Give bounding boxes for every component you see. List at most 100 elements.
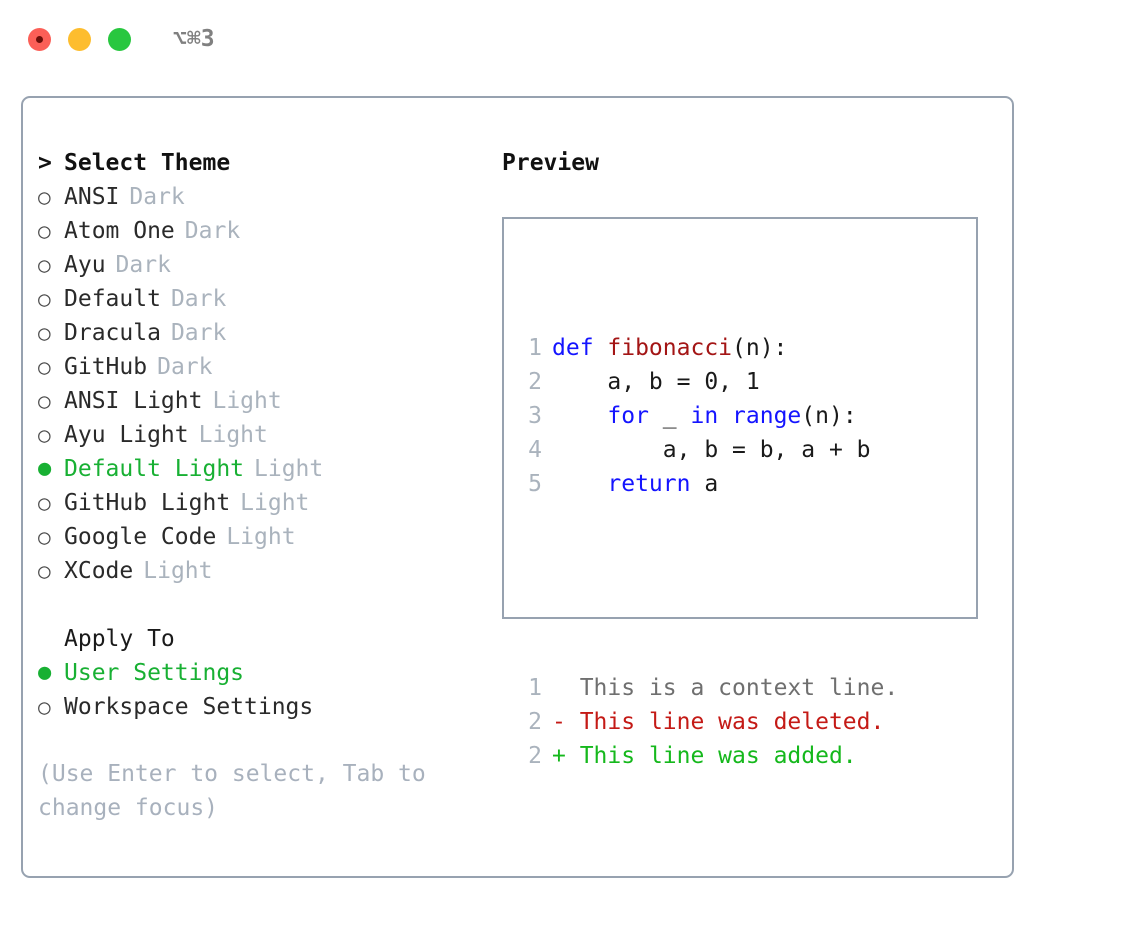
preview-title: Preview bbox=[502, 150, 599, 176]
apply-to-label: Apply To bbox=[64, 626, 175, 652]
radio-unselected-icon: ○ bbox=[38, 423, 51, 447]
line-number: 1 bbox=[528, 675, 542, 701]
theme-option-label: ANSI bbox=[64, 184, 120, 210]
diff-line-add: 2 + This line was added. bbox=[516, 739, 898, 773]
theme-option-github[interactable]: ○ GitHub Dark bbox=[38, 350, 478, 384]
theme-variant-tag: Dark bbox=[157, 354, 213, 380]
title-bar: ⌥⌘3 bbox=[0, 0, 1140, 78]
diff-line-del: 2- This line was deleted. bbox=[516, 705, 898, 739]
radio-unselected-icon: ○ bbox=[38, 491, 51, 515]
code-line: 2 a, b = 0, 1 bbox=[516, 365, 898, 399]
code-token-kw: def bbox=[552, 335, 608, 361]
radio-unselected-icon: ○ bbox=[38, 355, 51, 379]
radio-unselected-icon: ○ bbox=[38, 525, 51, 549]
code-token-fn: fibonacci bbox=[607, 335, 733, 361]
apply-to-options-list: ● User Settings ○Workspace Settings bbox=[38, 656, 478, 724]
theme-option-label: XCode bbox=[64, 558, 134, 584]
code-token-plain bbox=[552, 403, 607, 429]
radio-unselected-icon: ○ bbox=[38, 695, 51, 719]
line-number: 2 bbox=[528, 743, 542, 769]
code-line: 4 a, b = b, a + b bbox=[516, 433, 898, 467]
theme-option-label: GitHub bbox=[64, 354, 148, 380]
theme-option-label: ANSI Light bbox=[64, 388, 203, 414]
radio-selected-icon: ● bbox=[38, 456, 52, 481]
code-token-kw: in bbox=[690, 403, 719, 429]
theme-variant-tag: Light bbox=[198, 422, 268, 448]
theme-variant-tag: Light bbox=[212, 388, 282, 414]
theme-option-xcode[interactable]: ○ XCode Light bbox=[38, 554, 478, 588]
theme-option-default-light[interactable]: ● Default Light Light bbox=[38, 452, 478, 486]
theme-option-label: Dracula bbox=[64, 320, 161, 346]
diff-lines: 1 This is a context line.2- This line wa… bbox=[516, 671, 898, 773]
code-token-plain: (n): bbox=[801, 403, 857, 429]
theme-option-label: Default bbox=[64, 286, 161, 312]
line-number: 4 bbox=[528, 437, 542, 463]
theme-variant-tag: Light bbox=[143, 558, 213, 584]
code-token-plain bbox=[718, 403, 732, 429]
radio-unselected-icon: ○ bbox=[38, 185, 51, 209]
theme-variant-tag: Dark bbox=[170, 320, 227, 346]
theme-option-atom-one[interactable]: ○ Atom One Dark bbox=[38, 214, 478, 248]
theme-option-ansi[interactable]: ○ ANSI Dark bbox=[38, 180, 478, 214]
code-token-plain: _ bbox=[648, 403, 691, 429]
apply-to-option-user-settings[interactable]: ● User Settings bbox=[38, 656, 478, 690]
radio-unselected-icon: ○ bbox=[38, 389, 51, 413]
radio-unselected-icon: ○ bbox=[38, 219, 51, 243]
diff-text: This is a context line. bbox=[565, 675, 899, 701]
code-diff-separator bbox=[516, 569, 898, 603]
diff-line-ctx: 1 This is a context line. bbox=[516, 671, 898, 705]
code-token-kw: for bbox=[607, 403, 649, 429]
code-token-plain bbox=[552, 471, 607, 497]
window-controls bbox=[28, 27, 131, 51]
diff-text: This line was added. bbox=[565, 743, 857, 769]
theme-variant-tag: Light bbox=[240, 490, 310, 516]
code-token-kw: range bbox=[732, 403, 802, 429]
minimize-window-icon[interactable] bbox=[68, 27, 91, 51]
theme-list-heading: > Select Theme bbox=[38, 146, 478, 180]
diff-marker: + bbox=[552, 743, 566, 769]
code-token-plain: a bbox=[690, 471, 719, 497]
theme-option-label: Atom One bbox=[64, 218, 175, 244]
theme-variant-tag: Light bbox=[226, 524, 296, 550]
maximize-window-icon[interactable] bbox=[108, 27, 131, 51]
radio-selected-icon: ● bbox=[38, 660, 52, 685]
code-token-kw: return bbox=[607, 471, 691, 497]
theme-variant-tag: Dark bbox=[115, 252, 171, 278]
line-number: 3 bbox=[528, 403, 542, 429]
code-token-plain: a, b = 0, 1 bbox=[552, 369, 760, 395]
code-line: 3 for _ in range(n): bbox=[516, 399, 898, 433]
radio-unselected-icon: ○ bbox=[38, 559, 51, 583]
page-title: Select Theme bbox=[64, 150, 231, 176]
keyboard-hint: (Use Enter to select, Tab to change focu… bbox=[38, 761, 426, 821]
diff-text: This line was deleted. bbox=[565, 709, 885, 735]
theme-variant-tag: Dark bbox=[129, 184, 185, 210]
keyboard-shortcut-label: ⌥⌘3 bbox=[173, 25, 215, 52]
line-number: 2 bbox=[528, 709, 542, 735]
section-spacer bbox=[38, 588, 478, 622]
apply-to-option-workspace-settings[interactable]: ○Workspace Settings bbox=[38, 690, 478, 724]
close-window-icon[interactable] bbox=[28, 27, 51, 51]
theme-option-label: Default Light bbox=[64, 456, 245, 482]
apply-to-heading: Apply To bbox=[38, 622, 478, 656]
theme-variant-tag: Light bbox=[254, 456, 324, 482]
radio-unselected-icon: ○ bbox=[38, 253, 51, 277]
code-token-plain: a, b = b, a + b bbox=[552, 437, 871, 463]
line-number: 2 bbox=[528, 369, 542, 395]
theme-variant-tag: Dark bbox=[184, 218, 241, 244]
apply-to-option-label: User Settings bbox=[64, 660, 245, 686]
theme-option-ansi-light[interactable]: ○ ANSI Light Light bbox=[38, 384, 478, 418]
